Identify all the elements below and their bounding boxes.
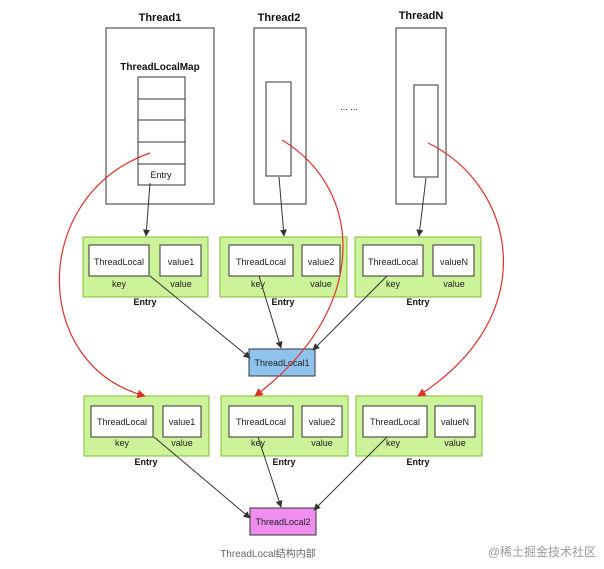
thread1-title: Thread1 <box>139 12 182 24</box>
value-label: value <box>310 279 332 289</box>
entry-label: Entry <box>271 297 294 307</box>
key-text: ThreadLocal <box>97 417 147 427</box>
value-text: value2 <box>308 257 335 267</box>
entry-row1-n: ThreadLocal valueN key value <box>354 236 482 298</box>
value-text: value1 <box>169 417 196 427</box>
key-label: key <box>251 279 266 289</box>
arrow-keyn-tl1 <box>312 275 388 351</box>
arrow-key1-tl2 <box>153 436 251 519</box>
entry-row1-2: ThreadLocal value2 key value <box>219 236 348 298</box>
thread2-title: Thread2 <box>258 12 301 24</box>
thread2-map <box>265 81 292 177</box>
key-label: key <box>115 438 130 448</box>
threadlocal2-label: ThreadLocal2 <box>255 517 310 527</box>
value-text: value1 <box>168 257 195 267</box>
value-label: value <box>444 438 466 448</box>
key-label: key <box>112 279 127 289</box>
key-text: ThreadLocal <box>94 257 144 267</box>
threads-ellipsis: ... ... <box>340 102 358 112</box>
map-entry-label: Entry <box>150 170 172 180</box>
threadn-title: ThreadN <box>399 10 444 22</box>
entry-row2-n: ThreadLocal valueN key value <box>355 395 483 457</box>
arrow-key2-tl2 <box>257 436 283 508</box>
threadlocalmap-title: ThreadLocalMap <box>120 62 199 73</box>
key-text: ThreadLocal <box>236 417 286 427</box>
key-text: ThreadLocal <box>370 417 420 427</box>
key-text: ThreadLocal <box>368 257 418 267</box>
entry-label: Entry <box>133 297 156 307</box>
arrow-map1-entry <box>142 182 151 237</box>
threadlocal1-box <box>248 348 316 377</box>
arrow-keyn-tl2 <box>313 436 388 511</box>
entry-row2-1: ThreadLocal value1 key value <box>83 395 210 457</box>
value-label: value <box>171 438 193 448</box>
entry-label: Entry <box>406 457 429 467</box>
entry-label: Entry <box>272 457 295 467</box>
red-arrow-map1-row2 <box>58 152 151 399</box>
threadlocal1-label: ThreadLocal1 <box>254 358 309 368</box>
value-label: value <box>311 438 333 448</box>
key-label: key <box>386 438 401 448</box>
value-label: value <box>443 279 465 289</box>
red-arrow-map2-row2 <box>254 139 344 397</box>
key-label: key <box>251 438 266 448</box>
value-text: value2 <box>309 417 336 427</box>
watermark: @稀土掘金技术社区 <box>488 544 596 559</box>
diagram-caption: ThreadLocal结构内部 <box>220 547 316 560</box>
entry-row2-2: ThreadLocal value2 key value <box>220 395 349 457</box>
value-label: value <box>170 279 192 289</box>
threadlocal2-box <box>249 507 317 536</box>
arrow-map2-entry <box>278 176 287 237</box>
entry-label: Entry <box>406 297 429 307</box>
entry-row1-1: ThreadLocal value1 key value <box>82 236 209 298</box>
value-text: valueN <box>440 257 468 267</box>
value-text: valueN <box>441 417 469 427</box>
threadlocalmap-table <box>137 76 186 186</box>
key-text: ThreadLocal <box>236 257 286 267</box>
arrow-key2-tl1 <box>258 275 283 349</box>
arrow-key1-tl1 <box>149 275 251 359</box>
threadn-map <box>413 84 439 178</box>
arrow-mapn-entry <box>416 177 427 237</box>
key-label: key <box>386 279 401 289</box>
red-arrow-mapn-row2 <box>417 142 504 397</box>
entry-label: Entry <box>134 457 157 467</box>
